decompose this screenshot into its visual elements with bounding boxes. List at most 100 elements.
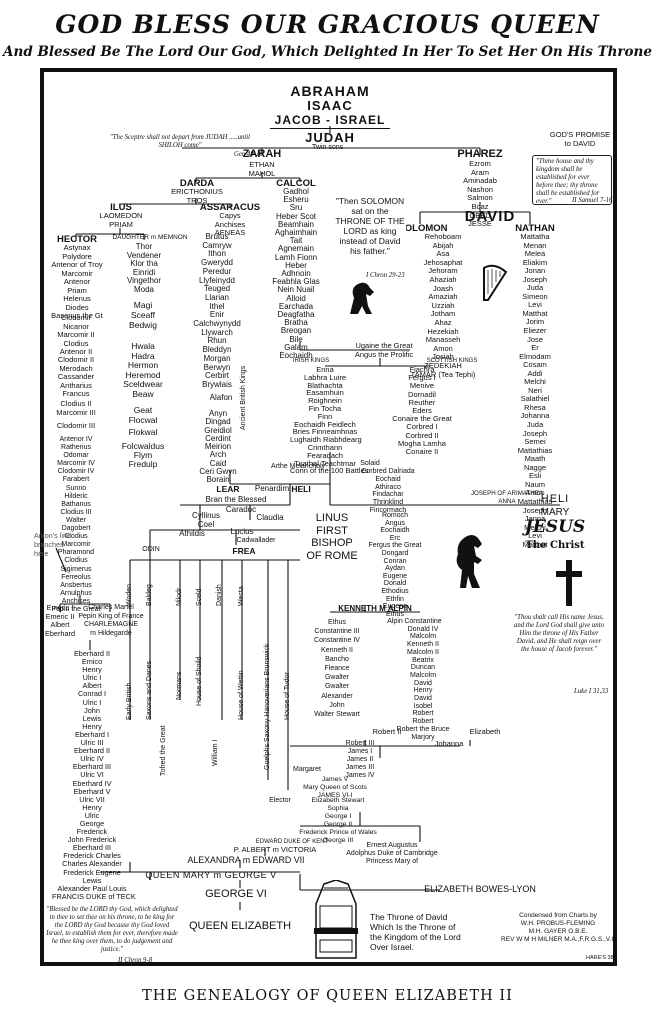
twin-sons: Twin sons	[312, 144, 344, 151]
heli-second: HELI	[540, 493, 570, 505]
harp-icon	[480, 262, 510, 302]
charlemagne-list: Charles Martel Pepin King of France CHAR…	[78, 604, 144, 637]
hector: HECTOR	[57, 234, 97, 245]
pharez: PHAREZ	[457, 148, 503, 160]
zarah-descendants: ETHAN MAHOL	[248, 160, 276, 178]
solomon: SOLOMON	[398, 223, 448, 234]
baldeg-label: Baldeg	[146, 584, 153, 606]
lion-crest-icon	[344, 278, 380, 318]
solaid: Solaid	[360, 460, 380, 467]
ilus-descendants: LAOMEDON PRIAM	[99, 211, 143, 229]
jacob-israel: JACOB - ISRAEL	[274, 113, 386, 127]
clodomir-list-3: Clodius II Marcomir III	[56, 399, 96, 417]
scottish-kings-list: Fiachra Fergus I Menive Dornadil Reuther…	[392, 365, 452, 457]
eberhard-list: Eberhard II Emico Henry Ulric I Albert C…	[52, 649, 136, 901]
linus: LINUS FIRST BISHOP OF ROME	[306, 512, 358, 562]
clodomir-list-4: Clodomir III	[56, 421, 96, 430]
throne-of-david: The Throne of David Which Is the Throne …	[370, 912, 461, 952]
lucius: Lucius	[230, 527, 254, 536]
alexandra-edward-vii: ALEXANDRA m EDWARD VII	[187, 855, 305, 865]
scots-list-right: Constantine Donald IV Malcolm Kenneth II…	[396, 618, 450, 741]
queen-elizabeth: QUEEN ELIZABETH	[188, 920, 292, 932]
solomon-descendants: Rehoboam Abijah Asa Jehosaphat Jehoram A…	[410, 232, 476, 379]
frankish-kings-list: Antenor IV Ratherius Odomar Marcomir IV …	[51, 436, 101, 613]
heli-first: HELI	[291, 484, 311, 494]
robert-iii-list: Robert III James I James II James III Ja…	[345, 740, 375, 779]
george-vi: GEORGE VI	[205, 888, 267, 900]
daughter-memnon: DAUGHTER m MEMNON	[112, 234, 188, 241]
page-subtitle: And Blessed Be The Lord Our God, Which D…	[3, 44, 652, 60]
david: DAVID	[464, 208, 516, 225]
hector-descendants: Astynax Polydore Antenor of Troy Marcomi…	[51, 243, 103, 321]
claudia: Claudia	[256, 513, 284, 522]
arthe-melancholy: Arthe Melancholy	[270, 463, 326, 470]
robert-ii: Robert II	[372, 727, 402, 736]
wecta-label: Wecta	[238, 586, 245, 606]
house-tudor-label: House of Tudor	[284, 672, 291, 720]
nathan: NATHAN	[515, 223, 555, 234]
kenneth-m-alpin: KENNETH M ALPIN	[338, 604, 412, 613]
anyn-list: Anyn Dingad Greidiol Cerdint Meirion Arc…	[199, 409, 237, 485]
dalriada-kings-list: Romoch Angus Eochaidh Erc Fergus the Gre…	[368, 512, 422, 626]
ernest-augustus: Ernest Augustus Adolphus Duke of Cambrid…	[346, 842, 438, 865]
joseph-of-arimathea: JOSEPH OF ARIMATHEA ANNA	[470, 490, 544, 505]
bran-the-blessed: Bran the Blessed	[205, 495, 267, 504]
sceptre-ref: Gen 49-10	[234, 151, 263, 158]
elector: Elector	[269, 797, 291, 804]
anton-side-note: Anton's line branches here	[34, 531, 71, 558]
darda: DARDA	[179, 178, 215, 189]
throne-quote: "Then SOLOMON sat on the THRONE OF THE L…	[334, 196, 406, 272]
abraham: ABRAHAM	[290, 83, 370, 99]
albert-victoria: P. ALBERT m VICTORIA	[233, 845, 317, 854]
caradoc: Caradoc	[225, 505, 257, 514]
condensed-credits: Condensed from Charts by W.H. PROBUS-FLE…	[501, 912, 615, 943]
british-kings-list: Brutus Camryw Ithon Gwerydd Peredur Llyf…	[193, 232, 241, 389]
lear: LEAR	[216, 484, 240, 494]
mary-queen-of-scots: James V Mary Queen of Scots JAMES VI-I	[303, 776, 367, 799]
edward-duke-of-kent: EDWARD DUKE OF KENT	[255, 839, 329, 845]
isaac: ISAAC	[307, 98, 353, 113]
flokwal-list: Flokwal	[128, 427, 158, 437]
bottom-ref: II Chron 9-8	[118, 957, 153, 964]
queen-mary-george-v: QUEEN MARY m GEORGE V	[145, 870, 277, 880]
calcol-descendants: Gadhol Esheru Sru Heber Scot Beamhain Ag…	[272, 187, 320, 361]
jesus: JESUS	[524, 517, 586, 537]
guelphs-label: Guelphs Saxony Hanoverians Brunswick	[264, 643, 271, 770]
frea: FREA	[232, 546, 256, 556]
chart-frame	[40, 68, 617, 966]
coronation-chair-icon	[310, 879, 362, 960]
promise-text: "Thine house and thy kingdom shall be es…	[536, 158, 600, 205]
tofred-label: Tofred the Great	[160, 725, 167, 776]
clodomir-list-1: Clodomir Nicanor Marcomir II Clodius Ant…	[57, 313, 95, 357]
irish-kings-label: IRISH KINGS	[292, 358, 330, 364]
margaret: Margaret	[292, 766, 321, 773]
nilodr-label: Nilodr	[176, 587, 183, 606]
geat-list: Geat Flocwal	[128, 405, 158, 425]
hanoverian-list: Elizabeth Stewart Sophia George I George…	[299, 797, 377, 844]
johanna: Johanna	[434, 739, 464, 748]
hwala-list: Hwala Hadra Hermon Heremod	[125, 341, 161, 380]
darda-descendants: ERICTHONIUS TROS	[171, 187, 223, 205]
mary: MARY	[540, 507, 570, 518]
scots-list-left: Ethus Constantine III Constantine IV Ken…	[314, 619, 360, 719]
jesus-ref: Luke I 31,33	[574, 688, 609, 695]
clodomir-list-2: Clodomir II Merodach Cassander Antharius…	[57, 355, 95, 399]
cyllinus-coel: Cyllinus Coel	[191, 511, 220, 529]
magi-list: Magi Sceaff Bedwig	[129, 300, 157, 330]
alafon: Alafon	[209, 393, 233, 402]
assaracus: ASSARACUS	[199, 202, 261, 213]
athildis: Athildis	[179, 529, 205, 538]
assaracus-descendants: Capys Anchises AENEAS	[214, 211, 246, 238]
lion-rampant-icon	[448, 530, 488, 590]
page-title: GOD BLESS OUR GRACIOUS QUEEN	[55, 10, 600, 39]
calcol: CALCOL	[276, 178, 316, 189]
ugaine-the-great: Ugaine the Great Angus the Prolific	[354, 341, 414, 359]
hare-mark: HARE'S 38	[586, 955, 614, 961]
throne-ref: I Chron 29-23	[366, 272, 405, 279]
irish-kings-list: Enna Labhra Luire Blathachta Easamhuin R…	[290, 365, 369, 476]
promise-box: "Thine house and thy kingdom shall be es…	[532, 155, 612, 205]
promise-ref: II Samuel 7-16	[572, 197, 613, 204]
woden-label: Woden	[126, 583, 133, 606]
saxons-danes-label: Saxons and Danes	[146, 660, 153, 720]
